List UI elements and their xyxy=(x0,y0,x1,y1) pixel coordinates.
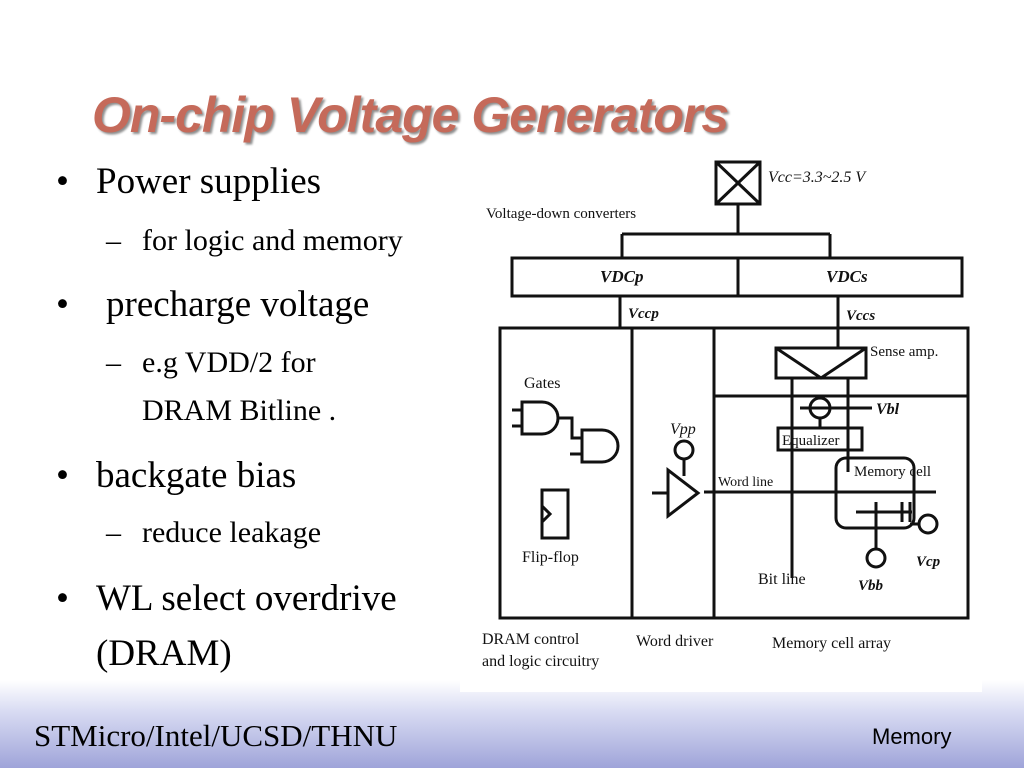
bullet-power-supplies: • Power supplies xyxy=(56,160,322,203)
bullet-dot: • xyxy=(56,161,69,202)
bullet-text: precharge voltage xyxy=(106,284,370,325)
vdcp-label: VDCp xyxy=(600,267,643,286)
vcc-label: Vcc=3.3~2.5 V xyxy=(768,169,867,186)
sub-bullet-dash: – xyxy=(106,224,121,257)
bullet-precharge-voltage: • precharge voltage xyxy=(56,283,370,326)
sub-bullet-text: reduce leakage xyxy=(142,516,322,549)
cell-array-label: Memory cell array xyxy=(772,635,891,652)
bullet-text: WL select overdrive xyxy=(96,578,397,619)
memory-cell-label: Memory cell xyxy=(854,464,931,480)
sub-bullet-text: e.g VDD/2 for xyxy=(142,346,316,379)
sub-bullet-text: for logic and memory xyxy=(142,224,403,257)
sub-bullet-dash: – xyxy=(106,516,121,549)
vbb-node xyxy=(865,547,887,569)
bullet-dram-continuation: (DRAM) xyxy=(96,632,232,675)
and-gate-1 xyxy=(520,400,560,436)
word-line-label: Word line xyxy=(718,475,773,490)
bullet-text: (DRAM) xyxy=(96,633,232,674)
gate-link-wire xyxy=(558,416,582,440)
sub-bullet-text: DRAM Bitline . xyxy=(142,394,337,427)
bullet-text: Power supplies xyxy=(96,161,322,202)
vbb-label: Vbb xyxy=(858,578,884,594)
gates-label: Gates xyxy=(524,375,560,392)
slide-title: On-chip Voltage Generators xyxy=(92,87,729,143)
vcc-pad-cross-b xyxy=(714,160,762,206)
flip-flop-box xyxy=(540,488,570,540)
sense-amp-label: Sense amp. xyxy=(870,344,938,360)
sense-amp-box xyxy=(774,346,868,380)
vccp-label: Vccp xyxy=(628,306,659,322)
bullet-wl-select-overdrive: • WL select overdrive xyxy=(56,577,397,620)
bullet-list: • Power supplies – for logic and memory … xyxy=(0,0,480,700)
and-gate-2 xyxy=(580,428,620,464)
vbl-label: Vbl xyxy=(876,401,900,418)
vdcs-label: VDCs xyxy=(826,267,868,286)
vcp-label: Vcp xyxy=(916,554,941,570)
word-driver-label: Word driver xyxy=(636,633,714,650)
vccs-label: Vccs xyxy=(846,308,875,324)
diagram-svg: Vcc=3.3~2.5 V Voltage-down converters VD… xyxy=(482,160,970,670)
footer-affiliation: STMicro/Intel/UCSD/THNU xyxy=(34,718,398,753)
vpp-node xyxy=(673,439,695,461)
voltage-generator-diagram: Vcc=3.3~2.5 V Voltage-down converters VD… xyxy=(460,150,982,692)
bit-line-label: Bit line xyxy=(758,571,806,588)
bullet-text: backgate bias xyxy=(96,455,297,496)
flip-flop-clock-mark xyxy=(540,504,553,524)
sub-bullet-dash: – xyxy=(106,346,121,379)
vpp-label: Vpp xyxy=(670,421,696,438)
bullet-dot: • xyxy=(56,284,69,325)
equalizer-box xyxy=(776,426,864,452)
vcp-node xyxy=(917,513,939,535)
logic-circuitry-label: and logic circuitry xyxy=(482,653,599,670)
slide-footer: STMicro/Intel/UCSD/THNU Memory xyxy=(0,680,1024,768)
sense-amp-chevron xyxy=(775,346,867,380)
bullet-backgate-bias: • backgate bias xyxy=(56,454,297,497)
word-driver-triangle xyxy=(666,466,701,520)
main-block-box xyxy=(498,326,970,620)
equalizer-label: Equalizer xyxy=(782,433,839,449)
converters-label: Voltage-down converters xyxy=(486,206,636,222)
footer-topic: Memory xyxy=(872,724,952,749)
bullet-dot: • xyxy=(56,578,69,619)
flip-flop-label: Flip-flop xyxy=(522,549,579,566)
bullet-dot: • xyxy=(56,455,69,496)
dram-control-label: DRAM control xyxy=(482,631,580,648)
